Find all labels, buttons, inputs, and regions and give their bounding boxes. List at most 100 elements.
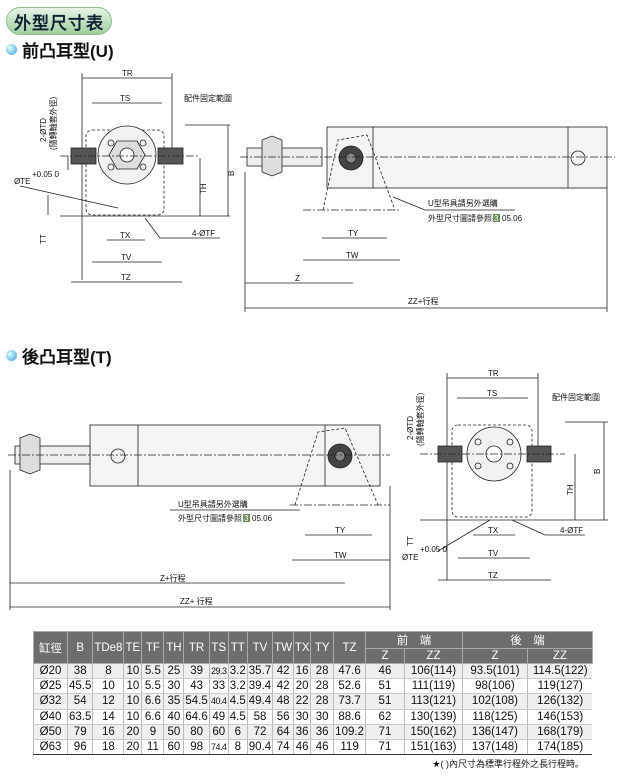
dimension-label: TT	[406, 536, 415, 546]
column-header: TR	[183, 631, 210, 664]
table-cell: 98(106)	[461, 678, 528, 695]
column-header: TW	[272, 631, 295, 664]
table-cell: Ø40	[33, 709, 68, 725]
table-cell: 106(114)	[403, 663, 463, 680]
table-cell: 6.6	[141, 709, 164, 725]
table-cell: 126(132)	[526, 693, 593, 710]
table-cell: 10	[92, 678, 124, 695]
dimension-label: ZZ+ 行程	[180, 596, 213, 606]
table-cell: 74	[272, 739, 294, 756]
dimension-label: U型吊具請另外選購	[428, 198, 498, 208]
dimension-label: 2-ØTD	[39, 118, 48, 142]
table-cell: 130(139)	[403, 709, 463, 725]
table-cell: 52.6	[333, 678, 366, 695]
table-cell: Ø25	[33, 678, 68, 695]
bullet-icon	[6, 350, 17, 361]
table-cell: 60	[208, 724, 229, 740]
column-subheader: ZZ	[526, 648, 593, 664]
dimension-label: TW	[346, 251, 359, 260]
table-cell: 30	[293, 709, 311, 725]
table-cell: 36	[293, 724, 311, 740]
table-cell: 10	[123, 663, 142, 680]
table-cell: 14	[92, 709, 124, 725]
section-label: 前凸耳型(U)	[22, 42, 114, 61]
table-cell: 63.5	[66, 709, 93, 725]
dimension-label: Z+行程	[160, 573, 186, 583]
dimension-label: TY	[335, 526, 346, 535]
table-cell: 119	[333, 739, 366, 756]
table-cell: 30	[310, 709, 334, 725]
table-cell: Ø32	[33, 693, 68, 710]
table-cell: 88.6	[333, 709, 366, 725]
page-title-badge: 外型尺寸表	[6, 7, 112, 35]
table-cell: 102(108)	[461, 693, 528, 710]
table-cell: 47.6	[333, 663, 366, 680]
table-cell: 54.5	[183, 693, 210, 710]
table-cell: 11	[141, 739, 164, 756]
dimension-drawings: TR TS 配件固定範圍 2-ØTD (隨轉軸套外徑) ØTE +0.05 0 …	[8, 69, 615, 610]
column-header: 缸徑	[33, 631, 68, 664]
table-cell: 109.2	[333, 724, 366, 740]
column-header: B	[66, 631, 94, 664]
table-cell: 40.4	[208, 693, 229, 710]
section-title-rear: 後凸耳型(T)	[6, 343, 112, 368]
table-cell: 39.4	[246, 678, 273, 695]
column-header: TS	[208, 631, 229, 664]
dimension-label: TY	[348, 229, 359, 238]
dimension-label: TX	[120, 231, 131, 240]
table-cell: 30	[163, 678, 184, 695]
table-cell: 168(179)	[526, 724, 593, 740]
table-cell: 20	[293, 678, 311, 695]
table-cell: 5.5	[141, 678, 164, 695]
column-group-header: 後 端	[461, 631, 593, 649]
table-cell: 18	[92, 739, 124, 756]
dimension-label: 4-ØTF	[192, 229, 215, 238]
table-cell: 16	[92, 724, 124, 740]
table-cell: 10	[123, 693, 142, 710]
table-cell: Ø63	[33, 739, 68, 756]
front-view-u: TR TS 配件固定範圍 2-ØTD (隨轉軸套外徑) ØTE +0.05 0 …	[14, 69, 236, 283]
table-cell: 8	[92, 663, 124, 680]
column-header: TV	[246, 631, 274, 664]
table-cell: 12	[92, 693, 124, 710]
column-header: TX	[293, 631, 312, 664]
table-cell: 28	[310, 678, 334, 695]
dimension-label: TW	[334, 551, 347, 560]
column-header: TE	[123, 631, 143, 664]
table-cell: 43	[183, 678, 210, 695]
dimension-label: TR	[122, 69, 133, 78]
dimension-label: TH	[566, 484, 575, 495]
table-cell: 51	[364, 678, 405, 695]
table-cell: 98	[183, 739, 210, 756]
bullet-icon	[6, 44, 17, 55]
section-label: 後凸耳型(T)	[22, 348, 112, 367]
dimension-label: ØTE	[402, 553, 418, 562]
table-cell: 6.6	[141, 693, 164, 710]
table-cell: 40	[163, 709, 184, 725]
column-subheader: Z	[364, 648, 405, 664]
table-cell: 56	[272, 709, 294, 725]
table-cell: 137(148)	[461, 739, 528, 756]
side-view-u: TY TW Z ZZ+行程 U型吊具請另外選購 外型尺寸圖請參照 3 05.06	[240, 126, 615, 312]
side-view-t: TY TW Z+行程 ZZ+ 行程 U型吊具請另外選購 外型尺寸圖請參照 3 0…	[8, 424, 391, 610]
table-cell: 51	[364, 693, 405, 710]
table-cell: 136(147)	[461, 724, 528, 740]
table-cell: 3.2	[227, 663, 248, 680]
section-title-front: 前凸耳型(U)	[6, 37, 114, 62]
table-cell: 22	[293, 693, 311, 710]
table-cell: 90.4	[246, 739, 273, 756]
table-cell: 49.4	[246, 693, 273, 710]
table-cell: 62	[364, 709, 405, 725]
dimension-label: TS	[120, 94, 130, 103]
dimension-label: TT	[39, 234, 48, 244]
dimension-label: +0.05 0	[420, 545, 447, 554]
dimension-label: 配件固定範圍	[552, 392, 600, 402]
dimension-label: 05.06	[502, 214, 523, 223]
column-subheader: ZZ	[403, 648, 463, 664]
table-cell: 74.4	[208, 739, 229, 756]
